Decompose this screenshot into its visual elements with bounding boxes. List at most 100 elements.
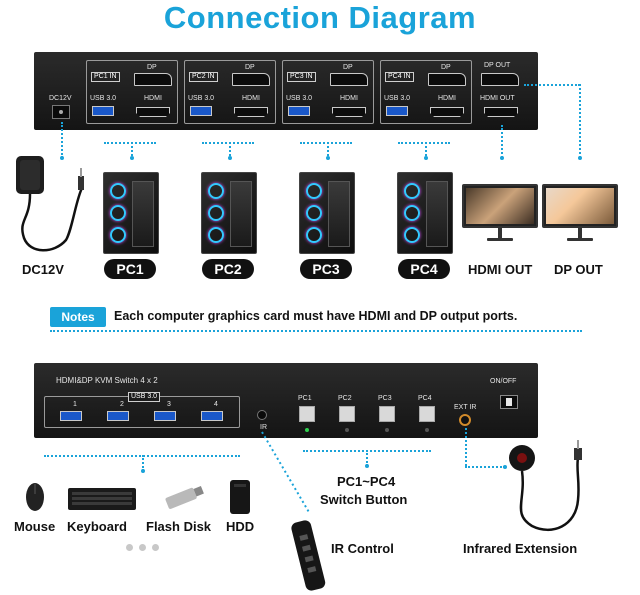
pc3-label: PC3	[300, 259, 352, 279]
switch-button-connector-drop	[366, 450, 368, 466]
pc4-tower-icon	[397, 172, 453, 254]
pc4-connector-line	[398, 142, 450, 144]
hdmi-out-label: HDMI OUT	[480, 95, 515, 102]
hdmi-out-caption: HDMI OUT	[468, 262, 533, 277]
pc3-connector-dot	[326, 156, 330, 160]
pc2-connector-drop	[229, 142, 231, 156]
dp-out-caption: DP OUT	[554, 262, 603, 277]
pc3-button-label: PC3	[378, 395, 392, 402]
pc4-led	[425, 428, 429, 432]
flash-disk-caption: Flash Disk	[146, 519, 212, 534]
flash-disk-icon	[165, 486, 204, 509]
hdmi-out-connector-line	[501, 125, 503, 158]
pc1-usb-label: USB 3.0	[90, 95, 117, 102]
usb-port-1	[60, 411, 82, 421]
pc3-dp-port	[330, 73, 368, 86]
pc3-hdmi-port	[332, 107, 366, 117]
pc3-port-group	[282, 60, 374, 124]
pc3-usb-port	[288, 106, 310, 116]
page-title: Connection Diagram	[163, 0, 477, 35]
dc-connector-dot	[60, 156, 64, 160]
pc1-in-label: PC1 IN	[91, 72, 120, 82]
switch-button-connector-dot	[365, 464, 369, 468]
dp-out-connector-line	[524, 84, 580, 86]
hdmi-monitor-base	[487, 238, 513, 241]
pc1-hdmi-label: HDMI	[144, 95, 162, 102]
pc2-label: PC2	[202, 259, 254, 279]
pc1-button-label: PC1	[298, 395, 312, 402]
pc2-button-label: PC2	[338, 395, 352, 402]
dc12v-caption: DC12V	[22, 262, 64, 277]
hdmi-out-connector-dot	[500, 156, 504, 160]
pc4-in-label: PC4 IN	[385, 72, 414, 82]
keyboard-icon	[68, 488, 136, 510]
mouse-icon	[26, 483, 44, 511]
ir-remote-icon	[291, 520, 326, 591]
front-usb-label: USB 3.0	[128, 392, 161, 402]
pc2-dp-port	[232, 73, 270, 86]
pc3-led	[385, 428, 389, 432]
keyboard-caption: Keyboard	[67, 519, 127, 534]
pc1-hdmi-port	[136, 107, 170, 117]
pc3-switch-button[interactable]	[379, 406, 395, 422]
pc4-hdmi-label: HDMI	[438, 95, 456, 102]
more-dot-3	[152, 544, 159, 551]
pc2-hdmi-label: HDMI	[242, 95, 260, 102]
dp-out-connector-dot	[578, 156, 582, 160]
dp-out-label: DP OUT	[484, 62, 511, 69]
pc1-usb-port	[92, 106, 114, 116]
pc1-dp-label: DP	[147, 64, 157, 71]
mouse-caption: Mouse	[14, 519, 56, 534]
pc1-switch-button[interactable]	[299, 406, 315, 422]
pc1-connector-line	[104, 142, 156, 144]
pc4-connector-drop	[425, 142, 427, 156]
pc4-dp-port	[428, 73, 466, 86]
pc4-switch-button[interactable]	[419, 406, 435, 422]
switch-button-caption-line1: PC1~PC4	[337, 474, 396, 489]
hdmi-monitor-stand	[498, 228, 502, 238]
pc2-switch-button[interactable]	[339, 406, 355, 422]
pc3-dp-label: DP	[343, 64, 353, 71]
power-switch[interactable]	[500, 395, 518, 409]
more-dot-2	[139, 544, 146, 551]
dp-out-connector-drop	[579, 84, 581, 158]
ir-receiver-icon	[257, 410, 267, 420]
pc4-usb-port	[386, 106, 408, 116]
pc1-dp-port	[134, 73, 172, 86]
notes-text: Each computer graphics card must have HD…	[114, 309, 518, 323]
dc-connector-line	[61, 122, 63, 158]
usb-connector-drop	[142, 455, 144, 471]
pc3-usb-label: USB 3.0	[286, 95, 313, 102]
pc1-tower-icon	[103, 172, 159, 254]
pc3-tower-icon	[299, 172, 355, 254]
hdd-caption: HDD	[226, 519, 255, 534]
pc2-port-group	[184, 60, 276, 124]
hdmi-out-monitor-icon	[462, 184, 538, 228]
pc4-hdmi-port	[430, 107, 464, 117]
usb-port-3	[154, 411, 176, 421]
usb-port-2	[107, 411, 129, 421]
dp-out-monitor-icon	[542, 184, 618, 228]
infrared-extension-icon	[509, 440, 582, 531]
ir-control-caption: IR Control	[331, 541, 394, 556]
pc2-hdmi-port	[234, 107, 268, 117]
ext-ir-connector-dot	[503, 465, 507, 469]
pc3-connector-drop	[327, 142, 329, 156]
ext-ir-connector-line	[465, 428, 467, 466]
hdmi-out-port	[484, 107, 518, 117]
ir-label: IR	[260, 424, 267, 431]
dp-monitor-stand	[578, 228, 582, 238]
pc2-usb-port	[190, 106, 212, 116]
pc2-dp-label: DP	[245, 64, 255, 71]
ext-ir-label: EXT IR	[454, 404, 477, 411]
infrared-extension-caption: Infrared Extension	[463, 541, 578, 556]
dp-monitor-base	[567, 238, 593, 241]
dp-out-port	[481, 73, 519, 86]
front-panel-title: HDMI&DP KVM Switch 4 x 2	[56, 376, 158, 385]
pc4-port-group	[380, 60, 472, 124]
pc4-usb-label: USB 3.0	[384, 95, 411, 102]
pc2-usb-label: USB 3.0	[188, 95, 215, 102]
notes-divider	[50, 330, 582, 332]
pc1-label: PC1	[104, 259, 156, 279]
pc1-port-group	[86, 60, 178, 124]
